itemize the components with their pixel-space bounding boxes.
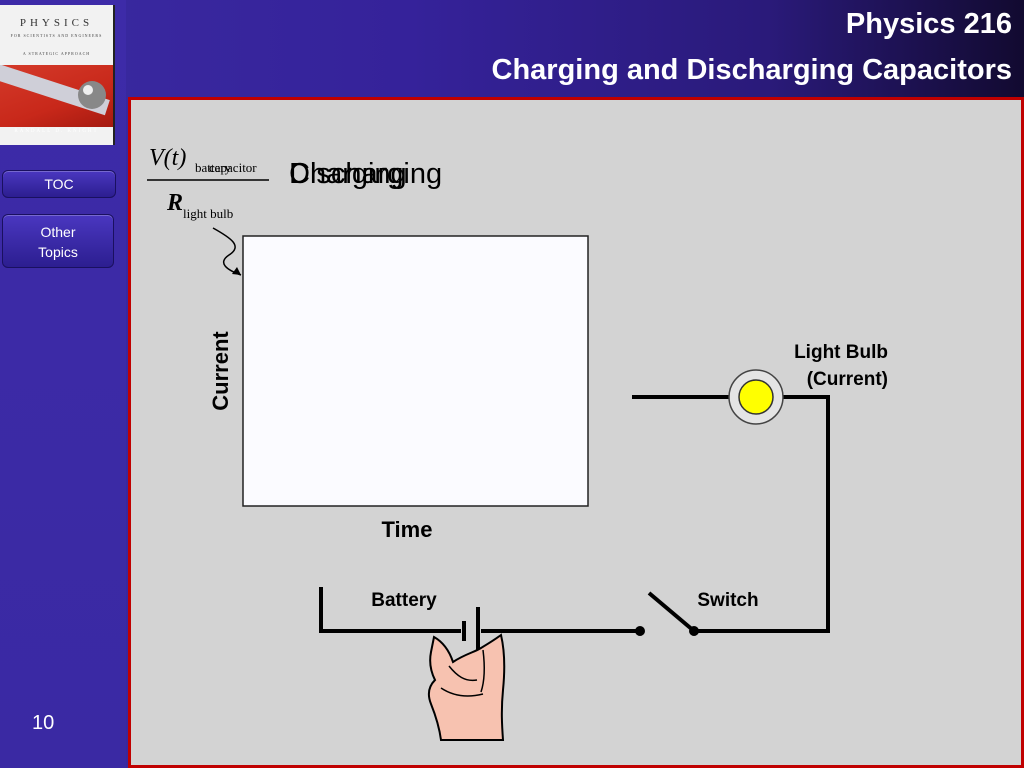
battery-label: Battery <box>371 590 437 611</box>
light-bulb-label-line2: (Current) <box>807 369 888 390</box>
switch-icon[interactable] <box>635 591 699 636</box>
hand-pointer-icon <box>427 633 506 741</box>
other-topics-button[interactable]: Other Topics <box>2 214 114 268</box>
other-topics-label-line1: Other <box>40 224 76 240</box>
page-title-topic: Charging and Discharging Capacitors <box>491 54 1012 86</box>
current-time-graph <box>242 235 589 507</box>
formula-denominator-sub: light bulb <box>183 206 233 221</box>
toc-button-label: TOC <box>44 176 74 192</box>
book-author: RANDALL D. KNIGHT <box>14 129 99 134</box>
current-formula: V(t) battery capacitor R light bulb <box>147 145 269 221</box>
heading-charging: Charging <box>289 158 407 190</box>
curved-arrow-icon <box>212 227 242 276</box>
formula-denominator-main: R <box>166 190 183 216</box>
page-number: 10 <box>32 712 55 734</box>
capacitor-circuit-diagram: V(t) battery capacitor R light bulb Char… <box>147 145 888 741</box>
light-bulb-icon <box>728 369 784 425</box>
book-brand: PHYSICS <box>19 17 94 29</box>
book-subtitle-bottom: A STRATEGIC APPROACH <box>22 51 91 56</box>
graph-xlabel: Time <box>382 517 433 542</box>
book-cover-image: PHYSICS FOR SCIENTISTS AND ENGINEERS A S… <box>0 5 115 145</box>
page-title-course: Physics 216 <box>845 8 1012 40</box>
sphere-rod-graphic <box>0 62 110 116</box>
light-bulb-label-line1: Light Bulb <box>794 342 888 363</box>
sidebar: PHYSICS FOR SCIENTISTS AND ENGINEERS A S… <box>0 0 126 768</box>
toc-button[interactable]: TOC <box>2 170 116 198</box>
slide-content-panel: V(t) battery capacitor R light bulb Char… <box>128 97 1024 768</box>
book-subtitle-top: FOR SCIENTISTS AND ENGINEERS <box>10 33 103 38</box>
circuit-wires <box>319 395 830 633</box>
book-cover-band <box>0 62 113 127</box>
heading-discharging: Discharging <box>289 158 442 190</box>
formula-numerator-sub-overlay: battery <box>195 160 232 175</box>
graph-ylabel: Current <box>208 331 233 411</box>
battery-icon <box>462 607 480 656</box>
switch-label: Switch <box>697 590 758 611</box>
formula-numerator-main: V(t) <box>149 145 186 171</box>
formula-numerator-sub: capacitor <box>209 160 257 175</box>
other-topics-label-line2: Topics <box>38 244 78 260</box>
